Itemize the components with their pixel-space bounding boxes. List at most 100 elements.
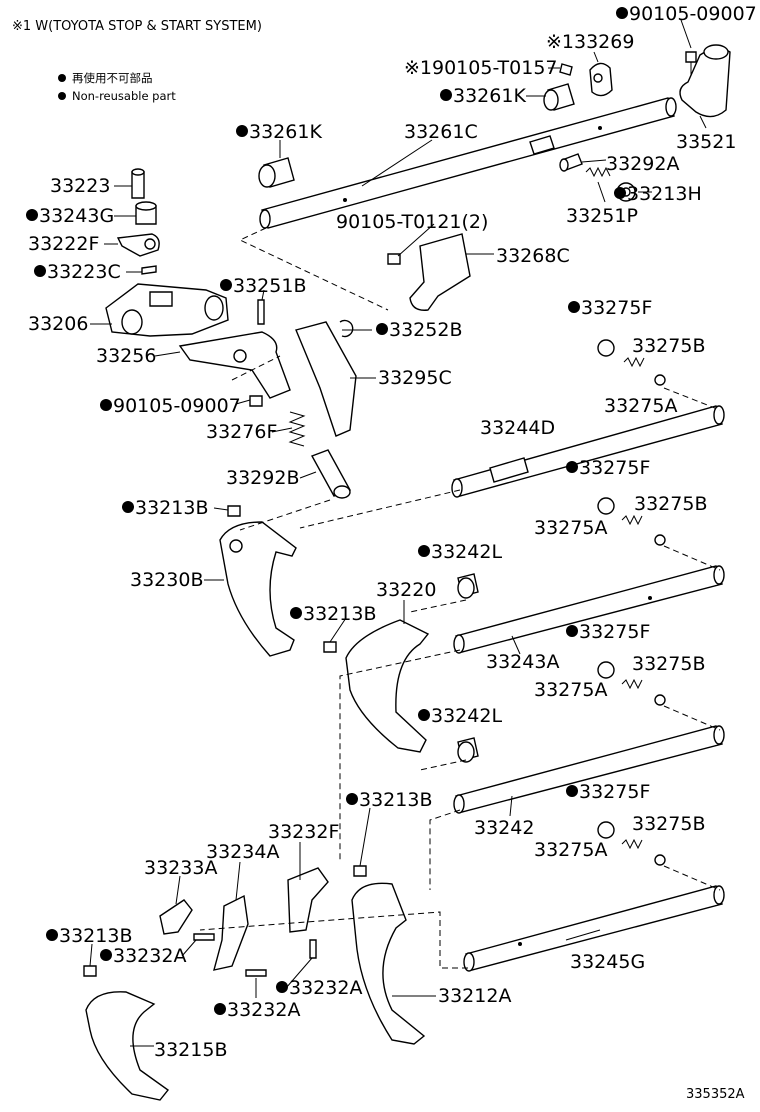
- header-note: ※1 W(TOYOTA STOP & START SYSTEM): [12, 19, 262, 34]
- non-reusable-dot-icon: [568, 301, 580, 313]
- part-label-33232a: 33232A: [100, 945, 186, 967]
- legend-english: Non-reusable part: [72, 89, 176, 103]
- spring-33276f-drawing: [288, 411, 306, 447]
- part-number-text: 33220: [376, 579, 436, 601]
- shaft-33245g-drawing: [463, 885, 725, 972]
- bolt-90105-t0157-drawing: [559, 63, 573, 76]
- part-label-33212a: 33212A: [438, 985, 511, 1007]
- plate-33295c-drawing: [295, 321, 357, 437]
- part-label-33213b: 33213B: [122, 497, 208, 519]
- plunger-33292a-drawing: [559, 153, 583, 172]
- non-reusable-dot-icon: [100, 949, 112, 961]
- part-label-33292b: 33292B: [226, 467, 299, 489]
- part-drawings: [83, 19, 731, 1101]
- bushing-33242l-1-drawing: [457, 573, 479, 599]
- part-label-33261k: 33261K: [236, 121, 322, 143]
- part-number-text: 90105-09007: [629, 3, 757, 25]
- non-reusable-dot-icon: [616, 7, 628, 19]
- assembly-dash-lines: [199, 227, 721, 969]
- part-number-text: 33252B: [389, 319, 462, 341]
- legend-dot-icon: [58, 92, 66, 100]
- part-label-33230b: 33230B: [130, 569, 203, 591]
- part-number-text: 33251P: [566, 205, 638, 227]
- part-label-33215b: 33215B: [154, 1039, 227, 1061]
- part-number-text: 33261K: [249, 121, 322, 143]
- fork-33212a-drawing: [351, 882, 426, 1045]
- detent-set-2-drawing: [597, 497, 666, 546]
- lever-33256-drawing: [178, 331, 291, 399]
- part-number-text: 33213B: [303, 603, 376, 625]
- part-number-text: 33275F: [579, 457, 650, 479]
- shaft-33261c-drawing: [259, 97, 677, 229]
- part-number-text: 33245G: [570, 951, 645, 973]
- non-reusable-dot-icon: [34, 265, 46, 277]
- part-label-33275a: 33275A: [604, 395, 677, 417]
- bushing-33243g-drawing: [135, 201, 157, 225]
- part-label-33268c: 33268C: [496, 245, 570, 267]
- part-label-33256: 33256: [96, 345, 156, 367]
- part-number-text: 33275B: [632, 653, 705, 675]
- part-label-90105-09007: 90105-09007: [616, 3, 757, 25]
- pin-33232a-3-drawing: [245, 969, 267, 977]
- part-number-text: 33230B: [130, 569, 203, 591]
- bolt-90105-t0121-drawing: [387, 253, 401, 265]
- non-reusable-dot-icon: [346, 793, 358, 805]
- part-label-33234a: 33234A: [206, 841, 279, 863]
- non-reusable-dot-icon: [566, 785, 578, 797]
- part-number-text: 33275A: [534, 517, 607, 539]
- non-reusable-dot-icon: [566, 461, 578, 473]
- non-reusable-dot-icon: [290, 607, 302, 619]
- non-reusable-dot-icon: [122, 501, 134, 513]
- non-reusable-dot-icon: [220, 279, 232, 291]
- part-label-33275a: 33275A: [534, 517, 607, 539]
- part-label-33213b: 33213B: [290, 603, 376, 625]
- non-reusable-dot-icon: [214, 1003, 226, 1015]
- part-number-text: 33275F: [581, 297, 652, 319]
- part-label-33242l: 33242L: [418, 705, 502, 727]
- part-label-33232a: 33232A: [214, 999, 300, 1021]
- part-label-33275f: 33275F: [566, 781, 650, 803]
- part-label-33251b: 33251B: [220, 275, 306, 297]
- lever-33234a-drawing: [213, 894, 249, 971]
- part-label-33261c: 33261C: [404, 121, 478, 143]
- part-number-text: 33261K: [453, 85, 526, 107]
- part-number-text: 33242: [474, 817, 534, 839]
- part-number-text: 33292B: [226, 467, 299, 489]
- part-label-33275f: 33275F: [566, 621, 650, 643]
- part-label-33251p: 33251P: [566, 205, 638, 227]
- part-label-33261k: 33261K: [440, 85, 526, 107]
- fork-33220-drawing: [345, 619, 430, 753]
- lever-33233a-drawing: [159, 899, 193, 935]
- part-number-text: 33222F: [28, 233, 99, 255]
- pin-33232a-1-drawing: [193, 933, 215, 941]
- part-label-33242: 33242: [474, 817, 534, 839]
- part-label-90105-t0121-2-: 90105-T0121(2): [336, 211, 488, 233]
- pin-33223-drawing: [131, 168, 145, 199]
- bolt-33213b-4-drawing: [83, 965, 97, 977]
- part-number-text: 33242L: [431, 705, 502, 727]
- detent-set-3-drawing: [597, 661, 666, 706]
- part-label-33252b: 33252B: [376, 319, 462, 341]
- ring-33252b-drawing: [339, 319, 354, 338]
- shaft-33242-drawing: [453, 725, 725, 814]
- part-label-33213b: 33213B: [346, 789, 432, 811]
- bracket-33268c-drawing: [409, 233, 471, 311]
- part-number-text: 33268C: [496, 245, 570, 267]
- part-number-text: 33215B: [154, 1039, 227, 1061]
- bolt-33213b-1-drawing: [227, 505, 241, 517]
- part-number-text: 33242L: [431, 541, 502, 563]
- part-label-33275b: 33275B: [632, 653, 705, 675]
- part-number-text: 90105-09007: [113, 395, 241, 417]
- shift-head-33521-drawing: [679, 44, 731, 118]
- plunger-33292b-drawing: [310, 449, 352, 499]
- legend-japanese: 再使用不可部品: [72, 71, 153, 85]
- part-number-text: 33213B: [59, 925, 132, 947]
- leader-lines: [89, 19, 707, 1047]
- part-number-text: 33243G: [39, 205, 114, 227]
- part-number-text: 33275B: [632, 335, 705, 357]
- non-reusable-dot-icon: [26, 209, 38, 221]
- part-label-33222f: 33222F: [28, 233, 99, 255]
- part-number-text: 33234A: [206, 841, 279, 863]
- detent-set-1-drawing: [597, 339, 666, 386]
